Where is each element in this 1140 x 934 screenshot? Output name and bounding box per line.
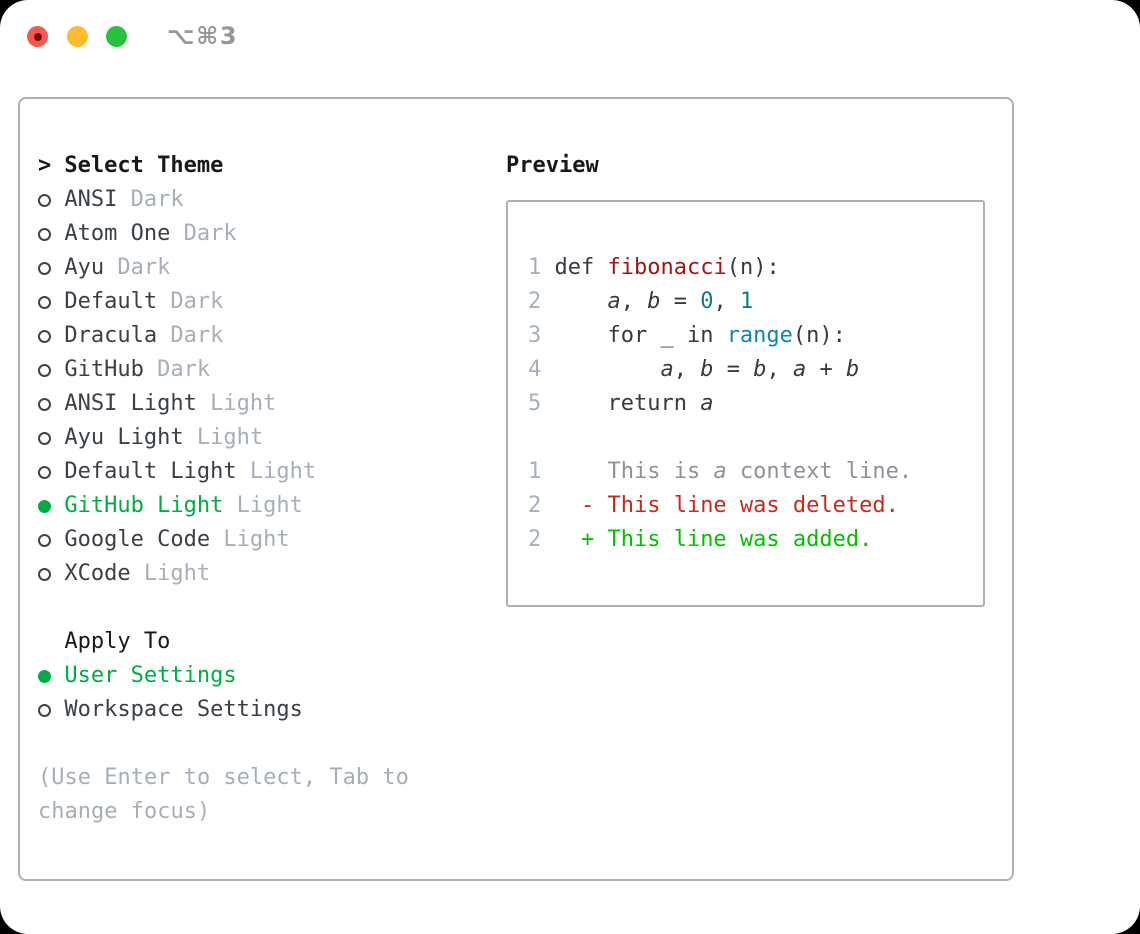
theme-variant: Dark	[143, 357, 211, 382]
line-number: 1	[528, 459, 542, 484]
select-theme-header-label: Select Theme	[64, 153, 224, 178]
radio-unselected-icon	[38, 261, 52, 275]
radio-selected-icon	[38, 669, 52, 683]
theme-name: Dracula	[51, 323, 158, 348]
theme-variant: Light	[130, 561, 211, 586]
theme-variant: Light	[196, 391, 277, 416]
code-line: 3 for _ in range(n):	[528, 323, 846, 348]
radio-unselected-icon	[38, 295, 52, 309]
apply-option-user-settings[interactable]: User Settings	[38, 659, 488, 693]
line-number: 5	[528, 391, 542, 416]
theme-variant: Dark	[157, 289, 224, 314]
theme-name: GitHub	[51, 357, 144, 382]
line-number: 2	[528, 527, 542, 552]
line-number: 3	[528, 323, 542, 348]
theme-name: XCode	[51, 561, 131, 586]
diff-line: 2 + This line was added.	[528, 527, 873, 552]
theme-variant: Light	[236, 459, 317, 484]
theme-name: GitHub Light	[51, 493, 224, 518]
radio-unselected-icon	[38, 533, 52, 547]
apply-option-label: Workspace Settings	[51, 697, 303, 722]
diff-preview: 1 This is a context line. 2 - This line w…	[528, 455, 983, 557]
radio-unselected-icon	[38, 465, 52, 479]
code-line: 5 return a	[528, 391, 714, 416]
line-number: 1	[528, 255, 542, 280]
theme-variant: Light	[223, 493, 303, 518]
minimize-button[interactable]	[67, 26, 88, 47]
spacer	[528, 217, 983, 251]
unsaved-changes-dot-icon	[33, 32, 42, 41]
theme-variant: Light	[210, 527, 290, 552]
theme-option-ayu-light[interactable]: Ayu Light Light	[38, 421, 488, 455]
line-number: 4	[528, 357, 542, 382]
theme-name: Google Code	[51, 527, 211, 552]
main-panel: > Select Theme ANSI Dark Atom One Dark Ay…	[18, 97, 1014, 881]
diff-line: 2 - This line was deleted.	[528, 493, 899, 518]
theme-option-ayu[interactable]: Ayu Dark	[38, 251, 488, 285]
diff-line: 1 This is a context line.	[528, 459, 913, 484]
radio-unselected-icon	[38, 703, 52, 717]
theme-list: ANSI Dark Atom One Dark Ayu Dark Default…	[38, 183, 488, 591]
theme-name: ANSI Light	[51, 391, 197, 416]
theme-option-github[interactable]: GitHub Dark	[38, 353, 488, 387]
radio-unselected-icon	[38, 193, 52, 207]
theme-name: Default	[51, 289, 158, 314]
apply-option-label: User Settings	[51, 663, 237, 688]
radio-unselected-icon	[38, 329, 52, 343]
radio-selected-icon	[38, 499, 52, 513]
prompt-icon: >	[38, 153, 52, 178]
theme-option-dracula[interactable]: Dracula Dark	[38, 319, 488, 353]
code-preview: 1 def fibonacci(n): 2 a, b = 0, 1 3 for _ …	[528, 251, 983, 421]
apply-to-header: Apply To	[64, 629, 171, 654]
line-number: 2	[528, 289, 542, 314]
preview-header: Preview	[506, 153, 599, 178]
theme-option-atom-one[interactable]: Atom One Dark	[38, 217, 488, 251]
help-text-line: (Use Enter to select, Tab to	[38, 765, 409, 790]
theme-picker-column: > Select Theme ANSI Dark Atom One Dark Ay…	[38, 149, 488, 829]
theme-option-default[interactable]: Default Dark	[38, 285, 488, 319]
zoom-button[interactable]	[106, 26, 127, 47]
theme-variant: Light	[183, 425, 264, 450]
theme-option-xcode[interactable]: XCode Light	[38, 557, 488, 591]
theme-variant: Dark	[117, 187, 184, 212]
apply-to-list: User Settings Workspace Settings	[38, 659, 488, 727]
theme-name: Ayu	[51, 255, 105, 280]
window-title: ⌥⌘3	[167, 22, 239, 50]
preview-box: 1 def fibonacci(n): 2 a, b = 0, 1 3 for _ …	[506, 200, 985, 607]
code-line: 2 a, b = 0, 1	[528, 289, 754, 314]
theme-option-ansi[interactable]: ANSI Dark	[38, 183, 488, 217]
theme-variant: Dark	[104, 255, 171, 280]
select-theme-header: > Select Theme	[38, 149, 488, 183]
line-number: 2	[528, 493, 542, 518]
radio-unselected-icon	[38, 227, 52, 241]
theme-name: Default Light	[51, 459, 237, 484]
theme-option-github-light[interactable]: GitHub Light Light	[38, 489, 488, 523]
apply-option-workspace-settings[interactable]: Workspace Settings	[38, 693, 488, 727]
help-text-line: change focus)	[38, 799, 211, 824]
preview-column: Preview	[506, 149, 599, 183]
theme-option-ansi-light[interactable]: ANSI Light Light	[38, 387, 488, 421]
theme-option-default-light[interactable]: Default Light Light	[38, 455, 488, 489]
radio-unselected-icon	[38, 567, 52, 581]
theme-variant: Dark	[170, 221, 237, 246]
theme-name: Ayu Light	[51, 425, 184, 450]
theme-variant: Dark	[157, 323, 224, 348]
theme-name: ANSI	[51, 187, 118, 212]
code-line: 4 a, b = b, a + b	[528, 357, 860, 382]
spacer	[528, 421, 983, 455]
radio-unselected-icon	[38, 431, 52, 445]
theme-option-google-code[interactable]: Google Code Light	[38, 523, 488, 557]
close-button[interactable]	[27, 26, 48, 47]
radio-unselected-icon	[38, 397, 52, 411]
spacer	[38, 591, 488, 625]
spacer	[38, 727, 488, 761]
code-line: 1 def fibonacci(n):	[528, 255, 780, 280]
radio-unselected-icon	[38, 363, 52, 377]
theme-name: Atom One	[51, 221, 171, 246]
